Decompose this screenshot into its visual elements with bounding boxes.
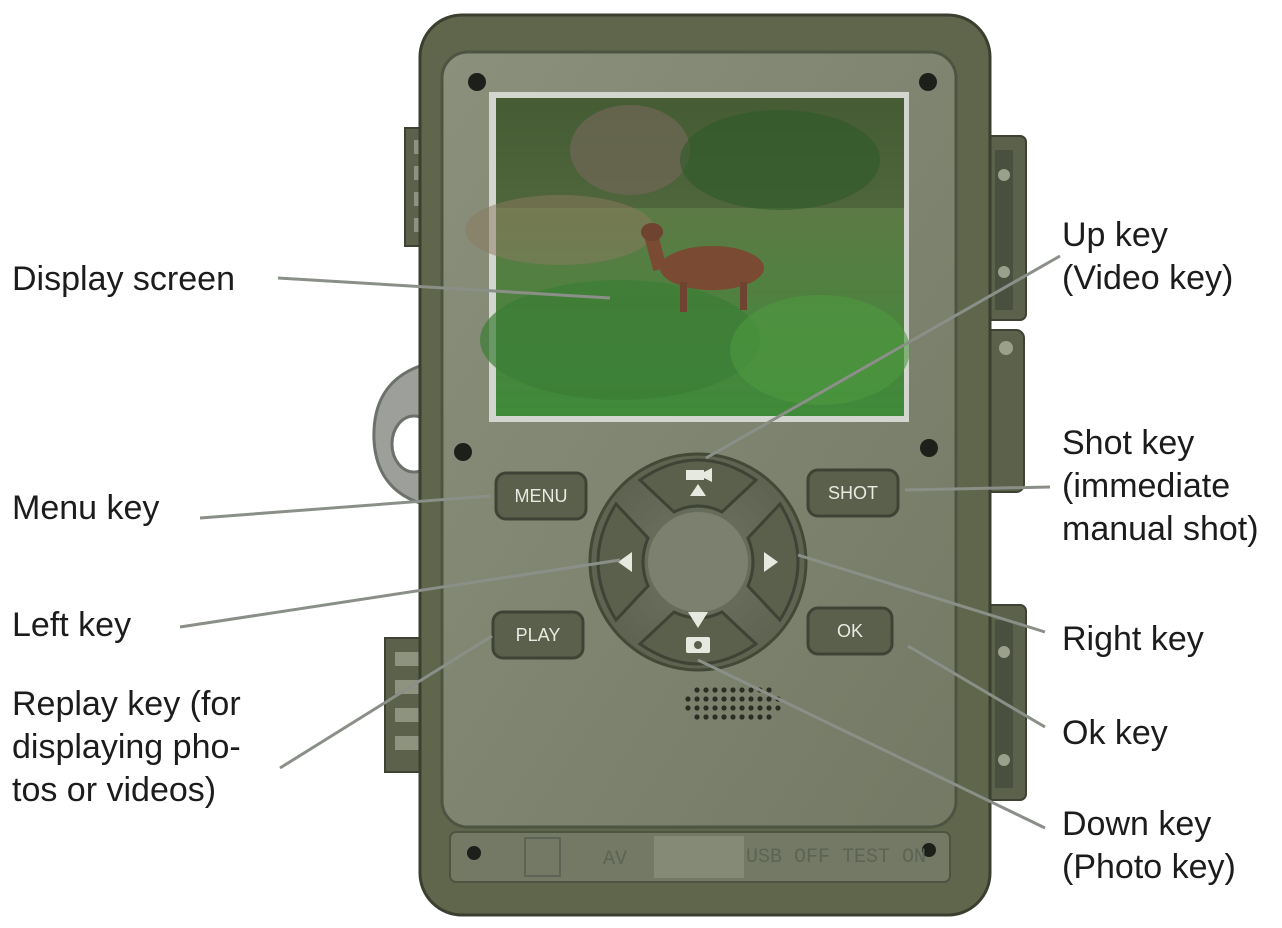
label-ok-key: Ok key [1062, 714, 1168, 752]
speaker-hole [739, 714, 745, 720]
right-key[interactable] [746, 501, 800, 623]
speaker-hole [694, 705, 700, 711]
label-up-key: Up key(Video key) [1062, 216, 1234, 297]
callout-up-key [705, 254, 1061, 460]
speaker-hole [757, 705, 763, 711]
shot-button-label: SHOT [828, 483, 878, 503]
speaker-hole [775, 705, 781, 711]
speaker-hole [757, 696, 763, 702]
screw [919, 73, 937, 91]
play-button-label: PLAY [516, 625, 561, 645]
label-display-screen: Display screen [12, 260, 235, 298]
right-arrow-icon [764, 552, 778, 572]
speaker-hole [730, 705, 736, 711]
screw [454, 443, 472, 461]
speaker-hole [739, 705, 745, 711]
speaker-hole [730, 687, 736, 693]
ok-button[interactable]: OK [806, 606, 894, 656]
speaker-hole [730, 714, 736, 720]
menu-button-label: MENU [515, 486, 568, 506]
callout-left-key [179, 558, 621, 629]
callout-ok-key [907, 644, 1046, 729]
callout-display-screen [277, 276, 611, 300]
speaker-hole [703, 687, 709, 693]
screw [922, 843, 936, 857]
screw [920, 439, 938, 457]
speaker-hole [694, 714, 700, 720]
play-button[interactable]: PLAY [491, 610, 585, 660]
label-down-key: Down key(Photo key) [1062, 805, 1236, 886]
callout-right-key [797, 553, 1046, 634]
card-slot-icon [524, 837, 561, 877]
speaker-hole [766, 714, 772, 720]
speaker-hole [766, 687, 772, 693]
speaker-hole [712, 714, 718, 720]
callout-shot-key [904, 485, 1051, 492]
speaker-hole [748, 687, 754, 693]
speaker-hole [721, 687, 727, 693]
callout-replay-key [279, 634, 493, 770]
speaker-hole [694, 696, 700, 702]
speaker-hole [757, 714, 763, 720]
down-key[interactable] [637, 610, 759, 666]
screw [468, 73, 486, 91]
speaker-hole [712, 705, 718, 711]
label-menu-key: Menu key [12, 489, 160, 527]
speaker-hole [712, 687, 718, 693]
speaker-hole [721, 705, 727, 711]
down-arrow-icon [688, 612, 708, 628]
speaker-hole [685, 696, 691, 702]
speaker-hole [739, 696, 745, 702]
direction-pad [588, 452, 808, 672]
speaker-hole [721, 696, 727, 702]
display-screen [465, 92, 910, 422]
up-key[interactable] [637, 458, 759, 514]
speaker-hole [703, 714, 709, 720]
speaker-hole [703, 705, 709, 711]
speaker-hole [703, 696, 709, 702]
speaker-hole [721, 714, 727, 720]
speaker-hole [685, 705, 691, 711]
speaker-hole [748, 714, 754, 720]
usb-switch-label: USB OFF TEST ON [746, 846, 926, 869]
speaker-hole [739, 687, 745, 693]
speaker-hole [694, 687, 700, 693]
left-arrow-icon [618, 552, 632, 572]
video-camera-icon [686, 470, 704, 480]
menu-button[interactable]: MENU [494, 471, 588, 521]
speaker-hole [748, 705, 754, 711]
speaker-hole [766, 696, 772, 702]
speaker-hole [766, 705, 772, 711]
callout-lines [179, 254, 1061, 830]
left-key[interactable] [596, 501, 650, 623]
port-strip: AV USB OFF TEST ON [449, 831, 951, 883]
label-left-key: Left key [12, 606, 132, 644]
speaker-hole [712, 696, 718, 702]
right-hinge-top [981, 135, 1027, 321]
ok-button-label: OK [837, 621, 863, 641]
screw [467, 846, 481, 860]
callout-menu-key [199, 494, 491, 520]
up-arrow-icon [690, 484, 706, 496]
label-right-key: Right key [1062, 620, 1204, 658]
speaker-hole [748, 696, 754, 702]
shot-button[interactable]: SHOT [806, 468, 900, 518]
deer-figure [641, 223, 764, 312]
av-port-label: AV [603, 848, 627, 871]
callout-down-key [697, 658, 1046, 830]
speaker-hole [730, 696, 736, 702]
